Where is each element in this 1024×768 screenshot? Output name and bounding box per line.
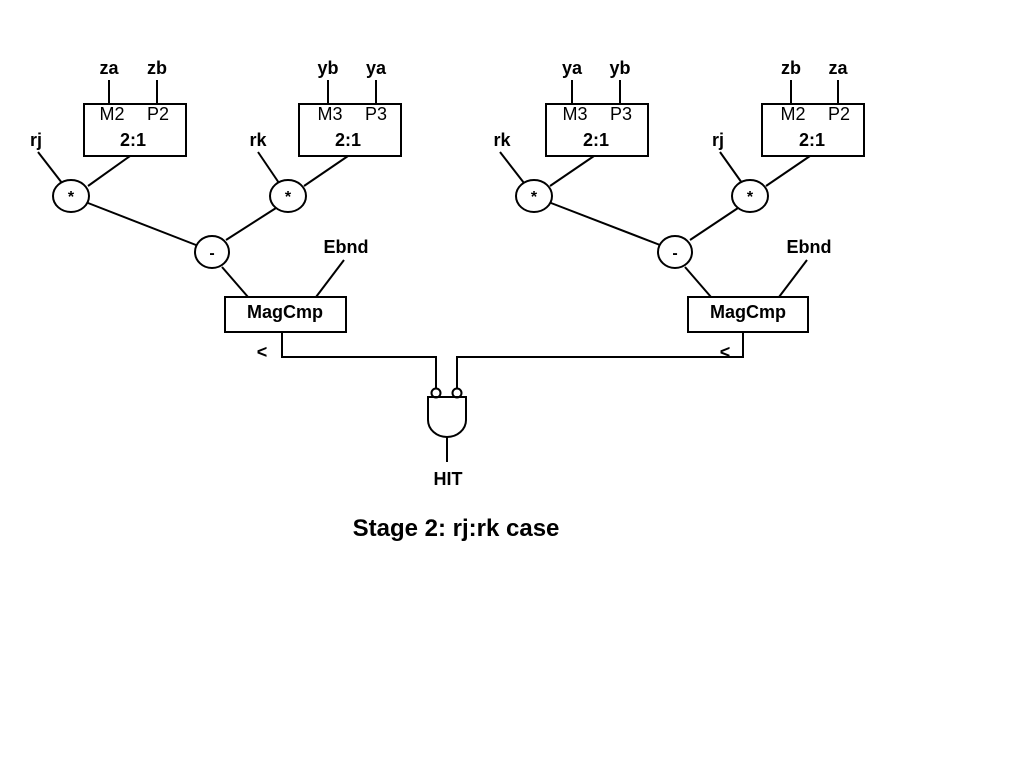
left-mux-2-port-p: P3 <box>365 104 387 124</box>
left-mux-2-port-m: M3 <box>317 104 342 124</box>
left-mul-2-input-label: rk <box>249 130 267 150</box>
hit-output-label: HIT <box>434 469 463 489</box>
left-magcmp-box <box>224 296 347 333</box>
left-less-than-label: < <box>257 342 268 362</box>
right-multiplier-1 <box>515 179 553 213</box>
right-mux-1-box <box>545 103 649 157</box>
left-multiplier-2 <box>269 179 307 213</box>
right-mux-2: zb za M2 P2 2:1 <box>761 58 865 157</box>
left-mux-2-label: 2:1 <box>335 130 361 150</box>
right-mux-1-port-m: M3 <box>562 104 587 124</box>
left-magcmp-label: MagCmp <box>247 302 323 322</box>
and-gate: HIT <box>427 387 467 489</box>
right-mux-2-label: 2:1 <box>799 130 825 150</box>
left-multiplier-2-symbol: * <box>285 189 292 206</box>
right-mux-2-port-m: M2 <box>780 104 805 124</box>
right-magcmp-box <box>687 296 809 333</box>
right-multiplier-1-symbol: * <box>531 189 538 206</box>
left-mux-1-input-b: zb <box>147 58 167 78</box>
right-mux-1-port-p: P3 <box>610 104 632 124</box>
diagram-title: Stage 2: rj:rk case <box>353 515 560 542</box>
left-multiplier-1-symbol: * <box>68 189 75 206</box>
left-mul-1-input-label: rj <box>30 130 42 150</box>
left-mux-1-port-p: P2 <box>147 104 169 124</box>
right-multiplier-2 <box>731 179 769 213</box>
left-mux-1-port-m: M2 <box>99 104 124 124</box>
left-mux-2-box <box>298 103 402 157</box>
left-mux-1-label: 2:1 <box>120 130 146 150</box>
left-mux-2-input-a: yb <box>317 58 338 78</box>
right-mux-1-label: 2:1 <box>583 130 609 150</box>
and-gate-body <box>427 396 467 438</box>
left-half: za zb M2 P2 2:1 yb ya M3 P3 2:1 rj * rk <box>30 58 437 388</box>
left-mux-2: yb ya M3 P3 2:1 <box>298 58 402 157</box>
right-ebnd-label: Ebnd <box>787 237 832 257</box>
left-multiplier-1 <box>52 179 90 213</box>
right-multiplier-2-symbol: * <box>747 189 754 206</box>
left-subtractor-symbol: - <box>209 245 214 262</box>
right-mux-2-input-b: za <box>828 58 848 78</box>
right-mul-1-input-label: rk <box>493 130 511 150</box>
right-mux-2-port-p: P2 <box>828 104 850 124</box>
right-mux-1: ya yb M3 P3 2:1 <box>545 58 649 157</box>
right-mux-1-input-a: ya <box>562 58 583 78</box>
right-mux-1-input-b: yb <box>609 58 630 78</box>
left-mux-1-input-a: za <box>99 58 119 78</box>
left-mux-1-box <box>83 103 187 157</box>
right-subtractor-symbol: - <box>672 245 677 262</box>
right-half: ya yb M3 P3 2:1 zb za M2 P2 2:1 rk * rj <box>456 58 865 388</box>
right-mul-2-input-label: rj <box>712 130 724 150</box>
left-mux-1: za zb M2 P2 2:1 <box>83 58 187 157</box>
right-less-than-label: < <box>720 342 731 362</box>
right-magcmp-label: MagCmp <box>710 302 786 322</box>
left-mux-2-input-b: ya <box>366 58 387 78</box>
left-ebnd-label: Ebnd <box>324 237 369 257</box>
left-subtractor <box>194 235 230 269</box>
right-subtractor <box>657 235 693 269</box>
right-mux-2-box <box>761 103 865 157</box>
right-mux-2-input-a: zb <box>781 58 801 78</box>
